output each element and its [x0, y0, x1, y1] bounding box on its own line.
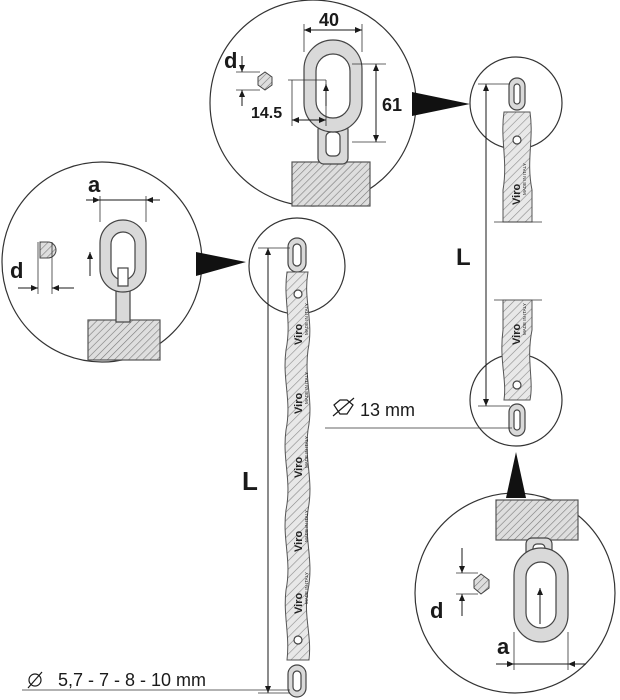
sleeve-origin-5: MADE IN ITALY	[304, 572, 309, 604]
sleeve-link-bump-bottom	[293, 635, 303, 645]
sleeve-origin-3: MADE IN ITALY	[304, 436, 309, 468]
sleeve-origin-1: MADE IN ITALY	[304, 303, 309, 335]
pointer-triangle-top	[412, 92, 470, 116]
sleeve-link-bump-top	[293, 289, 303, 299]
link-width-label-bottom: a	[497, 634, 510, 659]
mounting-block-bottom	[495, 499, 579, 541]
hex-sleeve-brand-upper: Viro	[511, 184, 523, 205]
hex-chain-assembly: Viro MADE IN ITALY Viro MADE IN ITALY L …	[325, 56, 563, 447]
chain-bottom-link	[287, 664, 307, 698]
diameter-sizes-callout: 5,7 - 7 - 8 - 10 mm	[22, 670, 290, 691]
pointer-triangle-left	[196, 252, 246, 276]
long-chain-assembly: Viro MADE IN ITALY Viro MADE IN ITALY Vi…	[22, 217, 346, 698]
length-label: L	[242, 466, 258, 496]
detail-bubble-left: a d	[1, 161, 246, 363]
sleeve-branding: Viro MADE IN ITALY Viro MADE IN ITALY Vi…	[293, 303, 309, 614]
link-width-label-top: 40	[319, 10, 339, 30]
hex-sleeve-origin-upper: MADE IN ITALY	[522, 163, 527, 195]
mounting-block-top	[291, 161, 371, 207]
sleeve-brand-5: Viro	[293, 593, 305, 614]
diameter-icon	[27, 671, 43, 689]
sleeve-brand-1: Viro	[293, 324, 305, 345]
link-height-label-top: 61	[382, 95, 402, 115]
detail-bubble-top: 40 61 14.5 d	[209, 0, 470, 207]
sleeve-brand-2: Viro	[293, 393, 305, 414]
hex-chain-sleeve-lower	[501, 299, 533, 401]
hexagon-diameter-icon	[257, 71, 273, 91]
chain-top-link	[287, 237, 307, 273]
detail-bubble-bottom: d a	[414, 452, 616, 694]
hexagon-diameter-icon	[332, 397, 355, 417]
sleeve-brand-3: Viro	[293, 457, 305, 478]
wire-diameter-label-bottom: d	[430, 598, 443, 623]
hex-diameter-label: 13 mm	[360, 400, 415, 420]
sleeve-origin-4: MADE IN ITALY	[304, 510, 309, 542]
sleeve-brand-4: Viro	[293, 531, 305, 552]
wire-diameter-label-top: d	[224, 48, 237, 73]
chain-sleeve	[284, 271, 311, 661]
mounting-block-left	[87, 319, 161, 361]
hex-sleeve-origin-lower: MADE IN ITALY	[522, 303, 527, 335]
diameter-sizes-label: 5,7 - 7 - 8 - 10 mm	[58, 670, 206, 690]
hexagon-diameter-icon	[473, 573, 490, 595]
wire-cross-section-left	[39, 241, 57, 259]
length-label-right: L	[456, 244, 471, 271]
pointer-triangle-bottom	[506, 452, 526, 498]
hex-sleeve-brand-lower: Viro	[511, 324, 523, 345]
inner-width-label-top: 14.5	[251, 105, 282, 122]
link-width-label-left: a	[88, 172, 101, 197]
sleeve-origin-2: MADE IN ITALY	[304, 372, 309, 404]
wire-diameter-label-left: d	[10, 258, 23, 283]
